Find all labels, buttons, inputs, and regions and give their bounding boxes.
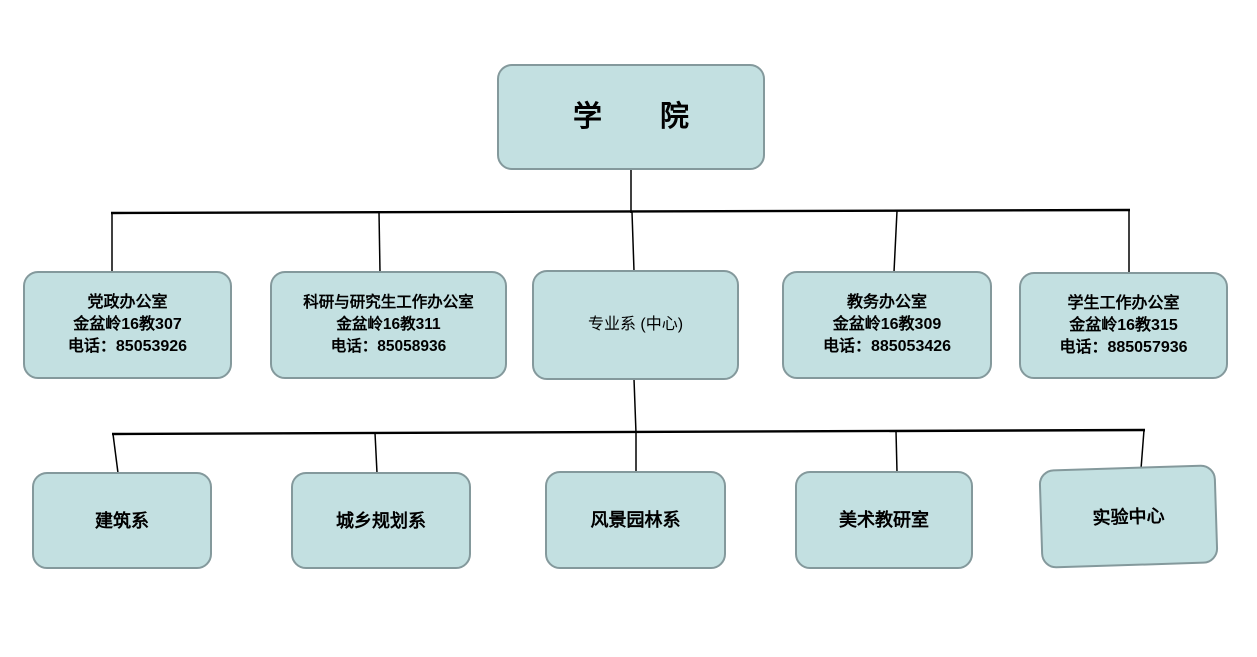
org-box-party-government-office: 党政办公室 金盆岭16教307 电话：85053926 <box>23 271 232 379</box>
dept-name: 实验中心 <box>1092 505 1165 528</box>
org-box-college: 学 院 <box>497 64 765 170</box>
office-location: 金盆岭16教307 <box>73 316 182 333</box>
office-name: 专业系 (中心) <box>587 316 684 333</box>
connector-bus-level3 <box>111 428 1146 436</box>
office-location: 金盆岭16教311 <box>336 316 441 333</box>
connector-bus-level2 <box>110 208 1131 215</box>
connector-drop-l3-5 <box>1140 429 1145 470</box>
connector-drop-l2-2 <box>378 211 381 273</box>
office-location: 金盆岭16教315 <box>1069 316 1178 334</box>
org-box-architecture-dept: 建筑系 <box>32 472 212 569</box>
dept-name: 城乡规划系 <box>336 510 426 531</box>
dept-name: 风景园林系 <box>590 510 681 530</box>
org-box-research-graduate-office: 科研与研究生工作办公室 金盆岭16教311 电话：85058936 <box>270 271 507 379</box>
dept-name: 美术教研室 <box>839 510 929 530</box>
office-name: 学生工作办公室 <box>1067 294 1180 312</box>
connector-drop-l2-4 <box>893 210 898 273</box>
office-name: 科研与研究生工作办公室 <box>303 294 474 311</box>
college-title: 学 院 <box>572 101 689 133</box>
connector-departments-drop <box>633 378 637 434</box>
office-name: 教务办公室 <box>846 294 927 311</box>
org-box-experiment-center: 实验中心 <box>1038 464 1219 569</box>
office-phone: 电话：885053426 <box>822 338 952 355</box>
org-box-academic-affairs-office: 教务办公室 金盆岭16教309 电话：885053426 <box>782 271 992 379</box>
org-box-landscape-architecture-dept: 风景园林系 <box>545 471 726 569</box>
connector-drop-l3-1 <box>112 433 119 474</box>
connector-drop-l2-3 <box>631 211 635 272</box>
connector-drop-l3-4 <box>895 430 898 473</box>
connector-drop-l3-2 <box>374 432 378 474</box>
office-name: 党政办公室 <box>87 294 168 311</box>
office-location: 金盆岭16教309 <box>832 316 942 333</box>
dept-name: 建筑系 <box>95 510 149 531</box>
org-box-urban-rural-planning-dept: 城乡规划系 <box>291 472 471 569</box>
office-phone: 电话：85053926 <box>67 338 188 355</box>
org-box-student-affairs-office: 学生工作办公室 金盆岭16教315 电话：885057936 <box>1019 272 1228 379</box>
org-box-fine-arts-teaching-office: 美术教研室 <box>795 471 973 569</box>
office-phone: 电话：85058936 <box>330 338 447 355</box>
office-phone: 电话：885057936 <box>1059 338 1188 356</box>
org-box-departments-center: 专业系 (中心) <box>532 270 739 380</box>
